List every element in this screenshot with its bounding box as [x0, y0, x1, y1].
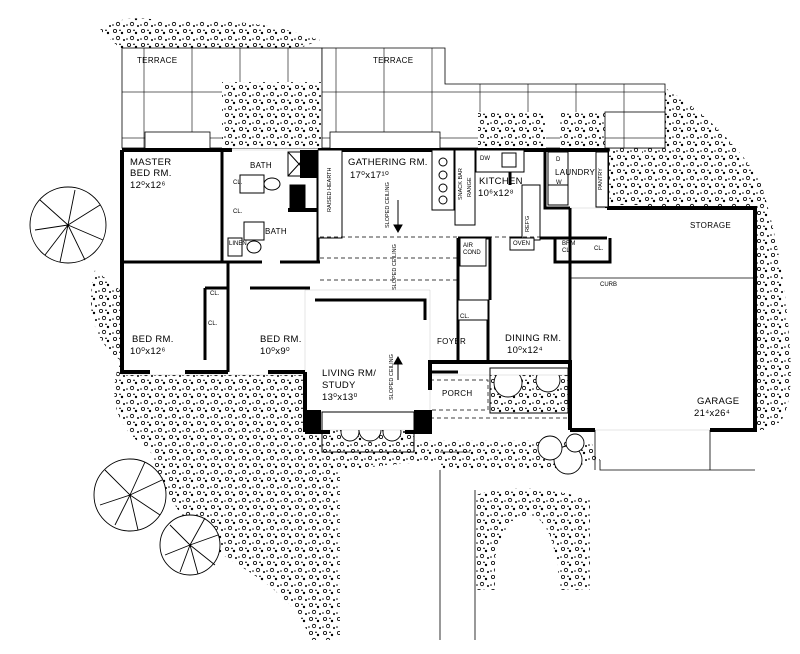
wall-blocks [288, 150, 430, 432]
snack-bar-label: SNACK BAR [458, 168, 464, 200]
closet-label-1: CL. [233, 180, 243, 186]
sloped-ceiling-label-2: SLOPED CEILING [392, 244, 398, 290]
dryer-label: D [556, 157, 561, 163]
closet-label-5: CL. [460, 314, 470, 320]
trees [29, 115, 585, 576]
cond-label: COND [463, 250, 481, 256]
master-name-1: MASTER [130, 157, 172, 168]
air-label: AIR [463, 243, 474, 249]
laundry-label: LAUNDRY [555, 168, 596, 177]
living-dim: 13⁰x13⁰ [322, 392, 358, 403]
terraces [121, 47, 666, 153]
kitchen-name: KITCHEN [479, 176, 523, 187]
range-label: RANGE [467, 177, 473, 197]
foyer-label: FOYER [437, 337, 467, 346]
living-name-2: STUDY [322, 380, 356, 391]
garage-lines [570, 277, 755, 471]
bed2-dim: 10⁰x12⁶ [130, 346, 166, 357]
terrace-left-label: TERRACE [137, 56, 178, 65]
sloped-ceiling-label-1: SLOPED CEILING [385, 182, 391, 228]
linen-label: LINEN [229, 241, 247, 247]
broom-closet-label: CL. [562, 248, 572, 254]
terrace-right-label: TERRACE [373, 56, 414, 65]
garage-dim: 21⁴x26⁴ [694, 408, 731, 419]
bath-label-2: BATH [265, 227, 287, 236]
closet-label-2: CL. [233, 209, 243, 215]
dw-label: DW [480, 156, 490, 162]
closet-label-6: CL. [594, 246, 604, 252]
kitchen-dim: 10⁶x12⁸ [478, 188, 514, 199]
bath-label-1: BATH [250, 161, 272, 170]
refrigerator-label: REF'G [525, 215, 531, 232]
living-name-1: LIVING RM/ [322, 368, 377, 379]
master-name-2: BED RM. [130, 168, 172, 179]
oven-label: OVEN [513, 241, 531, 247]
washer-label: W [556, 180, 562, 186]
gathering-dim: 17⁰x17¹⁰ [350, 170, 390, 181]
storage-label: STORAGE [690, 221, 732, 230]
bed3-dim: 10⁰x9⁰ [260, 346, 291, 357]
curb-label: CURB [600, 282, 618, 288]
garage-name: GARAGE [697, 396, 740, 407]
gathering-name: GATHERING RM. [348, 157, 428, 168]
pantry-label: PANTRY [598, 168, 604, 190]
bed3-name: BED RM. [260, 334, 302, 345]
bed2-name: BED RM. [132, 334, 174, 345]
master-dim: 12⁰x12⁶ [130, 180, 166, 191]
broom-label: BRM [562, 241, 576, 247]
fixtures [227, 149, 609, 453]
dining-name: DINING RM. [505, 333, 562, 344]
sloped-ceiling-label-3: SLOPED CEILING [389, 354, 395, 400]
closet-label-4: CL. [208, 321, 218, 327]
porch-label: PORCH [442, 389, 473, 398]
dining-dim: 10⁰x12⁴ [507, 345, 543, 356]
walkway [439, 451, 476, 640]
raised-hearth-label: RAISED HEARTH [327, 167, 333, 212]
closet-label-3: CL. [210, 291, 220, 297]
ceiling-lines [320, 236, 570, 419]
slope-arrows [393, 200, 403, 380]
